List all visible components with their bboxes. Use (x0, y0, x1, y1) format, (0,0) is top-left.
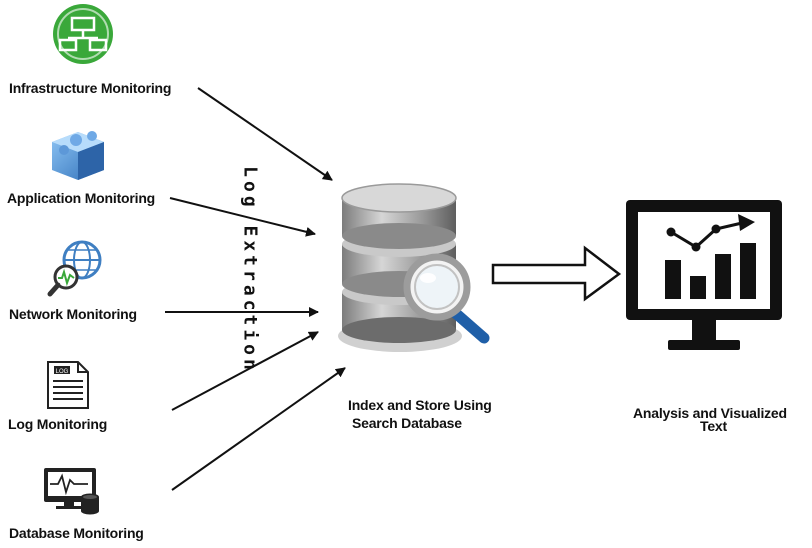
source-label-database: Database Monitoring (9, 525, 144, 541)
monitor-database-icon (44, 468, 99, 515)
log-extraction-label: Log Extraction (230, 160, 270, 380)
arrow-log (171, 331, 319, 411)
source-arrows (165, 87, 346, 491)
analysis-caption-line1: Analysis and Visualized (633, 405, 787, 421)
log-extraction-text: Log Extraction (239, 166, 261, 374)
database-caption-line1: Index and Store Using (348, 397, 492, 413)
arrow-infrastructure (197, 87, 333, 181)
source-label-network: Network Monitoring (9, 306, 137, 322)
source-label-infrastructure: Infrastructure Monitoring (9, 80, 172, 96)
globe-magnifier-icon (47, 240, 102, 297)
analysis-caption-line2: Text (700, 418, 727, 434)
source-label-application: Application Monitoring (7, 190, 156, 206)
arrow-application (169, 197, 316, 237)
source-label-log: Log Monitoring (8, 416, 108, 432)
arrow-database (171, 367, 346, 491)
log-document-tag: LOG (56, 369, 69, 375)
processing-arrow (491, 245, 622, 302)
database-search-icon (338, 183, 490, 352)
puzzle-cube-icon (52, 131, 104, 180)
log-document-icon: LOG (47, 361, 89, 409)
monitor-chart-icon (626, 200, 782, 350)
database-caption-line2: Search Database (352, 415, 462, 431)
network-computers-icon (53, 4, 113, 64)
